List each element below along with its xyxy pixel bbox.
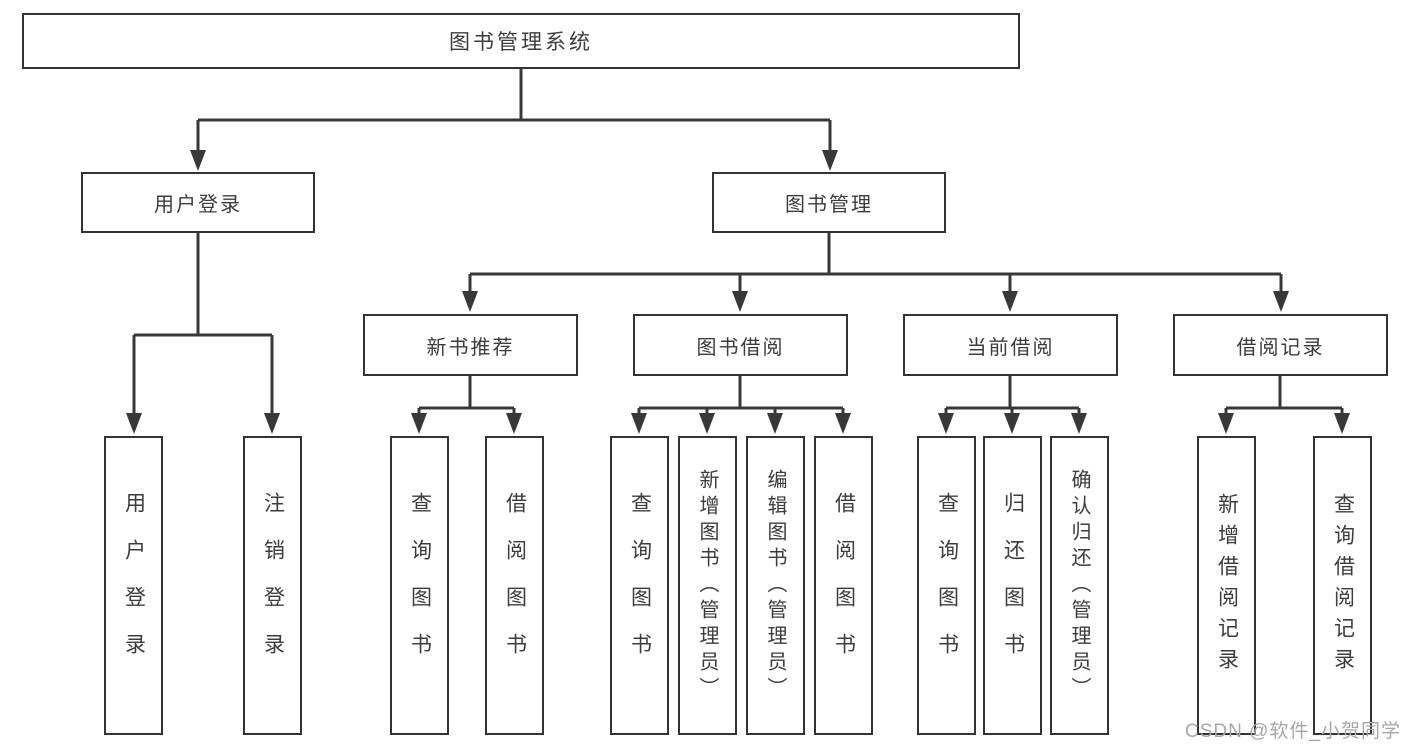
arrowheads [126, 150, 1350, 434]
leaf-add-borrow-record: 新增借阅记录 [1197, 436, 1256, 735]
leaf-logout: 注销登录 [243, 436, 302, 735]
node-book-borrowing: 图书借阅 [633, 314, 848, 376]
tree-edges [132, 69, 1344, 417]
leaf-query-books-current: 查询图书 [917, 436, 976, 735]
leaf-return-book: 归还图书 [983, 436, 1042, 735]
leaf-query-borrow-record: 查询借阅记录 [1313, 436, 1372, 735]
node-book-management-branch: 图书管理 [712, 172, 946, 233]
leaf-borrow-books-borrowing: 借阅图书 [814, 436, 873, 735]
leaf-edit-book-admin: 编辑图书（管理员） [746, 436, 805, 735]
node-root-system: 图书管理系统 [22, 13, 1020, 69]
leaf-user-login: 用户登录 [104, 436, 163, 735]
leaf-borrow-books-recommend: 借阅图书 [485, 436, 544, 735]
node-current-borrowing: 当前借阅 [903, 314, 1118, 376]
node-user-login-branch: 用户登录 [81, 172, 315, 233]
csdn-watermark: CSDN @软件_小贺同学 [1185, 721, 1401, 742]
node-new-book-recommend: 新书推荐 [363, 314, 578, 376]
leaf-query-books-borrowing: 查询图书 [610, 436, 669, 735]
node-borrowing-records: 借阅记录 [1173, 314, 1388, 376]
leaf-confirm-return-admin: 确认归还（管理员） [1050, 436, 1109, 735]
leaf-query-books-recommend: 查询图书 [390, 436, 449, 735]
leaf-add-book-admin: 新增图书（管理员） [678, 436, 737, 735]
